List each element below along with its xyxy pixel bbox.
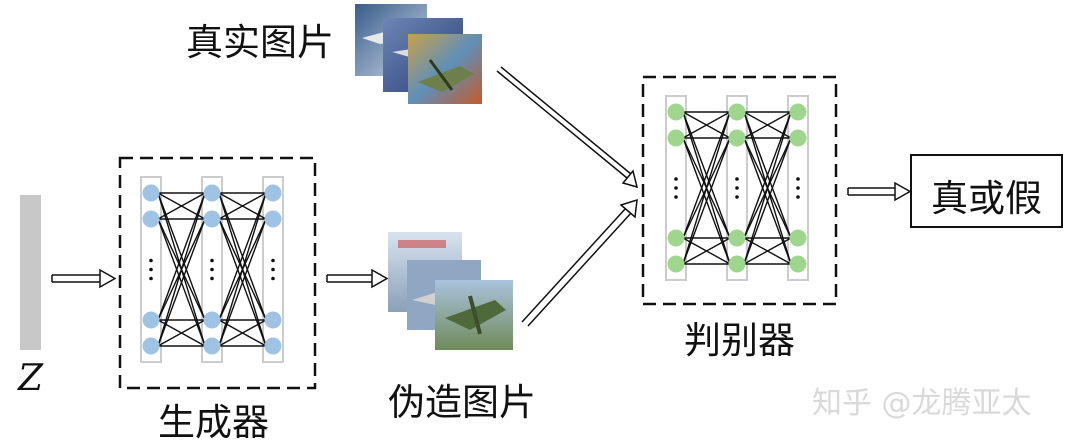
discriminator-layer-1 — [665, 95, 687, 281]
discriminator-connection — [743, 111, 792, 139]
discriminator-label: 判别器 — [684, 319, 795, 362]
discriminator-connection — [743, 137, 792, 265]
discriminator-node — [667, 103, 685, 121]
real-images-label: 真实图片 — [186, 21, 334, 64]
generator-connection — [157, 192, 206, 220]
output-label: 真或假 — [931, 177, 1042, 220]
generator-connection — [157, 192, 206, 321]
discriminator-node — [789, 255, 807, 273]
arrow-z-to-generator — [51, 268, 117, 289]
discriminator-ellipsis-dot — [796, 177, 800, 181]
discriminator-network — [665, 95, 809, 281]
discriminator-node — [667, 129, 685, 147]
discriminator-layer-3 — [787, 95, 809, 281]
generator-connection — [218, 192, 267, 220]
generator-connection — [157, 319, 206, 347]
generator-ellipsis-dot — [271, 267, 275, 272]
generator-layer-1 — [140, 176, 162, 363]
generator-ellipsis-dot — [149, 258, 153, 263]
discriminator-box — [641, 75, 838, 306]
discriminator-node — [789, 229, 807, 247]
discriminator-node — [789, 129, 807, 147]
arrow-generator-to-fake — [326, 268, 389, 289]
discriminator-connection — [682, 111, 731, 239]
discriminator-connection — [682, 137, 731, 265]
generator-node — [203, 210, 221, 228]
output-box — [910, 154, 1063, 228]
discriminator-ellipsis-dot — [796, 186, 800, 190]
discriminator-connection — [682, 111, 731, 265]
discriminator-node — [789, 103, 807, 121]
discriminator-node — [667, 255, 685, 273]
generator-node — [142, 184, 160, 202]
generator-node — [264, 311, 282, 329]
discriminator-connection — [743, 237, 792, 265]
generator-node — [203, 337, 221, 355]
noise-label: Z — [18, 358, 44, 399]
generator-network — [140, 176, 284, 363]
fake-images-label: 伪造图片 — [388, 381, 536, 424]
discriminator-node — [728, 129, 746, 147]
discriminator-node — [728, 103, 746, 121]
discriminator-ellipsis-dot — [674, 177, 678, 181]
noise-vector-bar — [20, 195, 41, 350]
generator-node — [264, 184, 282, 202]
arrow-disc-to-output — [847, 181, 912, 202]
generator-ellipsis-dot — [210, 267, 214, 272]
discriminator-connection — [682, 237, 731, 265]
discriminator-connection — [743, 111, 792, 265]
generator-node — [203, 184, 221, 202]
generator-layer-2 — [201, 176, 223, 363]
generator-connection — [218, 319, 267, 347]
generator-node — [142, 210, 160, 228]
arrow-real-to-discriminator — [496, 66, 639, 189]
generator-ellipsis-dot — [149, 267, 153, 272]
generator-ellipsis-dot — [271, 258, 275, 263]
discriminator-ellipsis-dot — [735, 195, 739, 199]
generator-connection — [157, 218, 206, 347]
generator-ellipsis-dot — [149, 276, 153, 281]
generator-connection — [157, 192, 206, 347]
discriminator-ellipsis-dot — [735, 186, 739, 190]
generator-connection — [218, 218, 267, 347]
discriminator-node — [728, 255, 746, 273]
discriminator-ellipsis-dot — [735, 177, 739, 181]
generator-node — [203, 311, 221, 329]
generator-node — [142, 311, 160, 329]
generator-label: 生成器 — [158, 401, 269, 444]
generator-connection — [218, 192, 267, 347]
discriminator-ellipsis-dot — [674, 195, 678, 199]
generator-ellipsis-dot — [210, 258, 214, 263]
generator-ellipsis-dot — [271, 276, 275, 281]
discriminator-connection — [743, 111, 792, 239]
real-image-3 — [408, 34, 482, 104]
generator-box — [118, 156, 317, 390]
generator-ellipsis-dot — [210, 276, 214, 281]
discriminator-node — [728, 229, 746, 247]
generator-layer-3 — [262, 176, 284, 363]
discriminator-connection — [682, 111, 731, 139]
arrow-fake-to-discriminator — [521, 198, 638, 327]
discriminator-ellipsis-dot — [796, 195, 800, 199]
generator-node — [264, 337, 282, 355]
fake-images-stack — [388, 232, 513, 350]
real-images-stack — [355, 4, 482, 104]
discriminator-layer-2 — [726, 95, 748, 281]
generator-node — [142, 337, 160, 355]
watermark: 知乎 @龙腾亚太 — [812, 386, 1032, 421]
discriminator-node — [667, 229, 685, 247]
generator-node — [264, 210, 282, 228]
discriminator-ellipsis-dot — [674, 186, 678, 190]
generator-connection — [218, 192, 267, 321]
